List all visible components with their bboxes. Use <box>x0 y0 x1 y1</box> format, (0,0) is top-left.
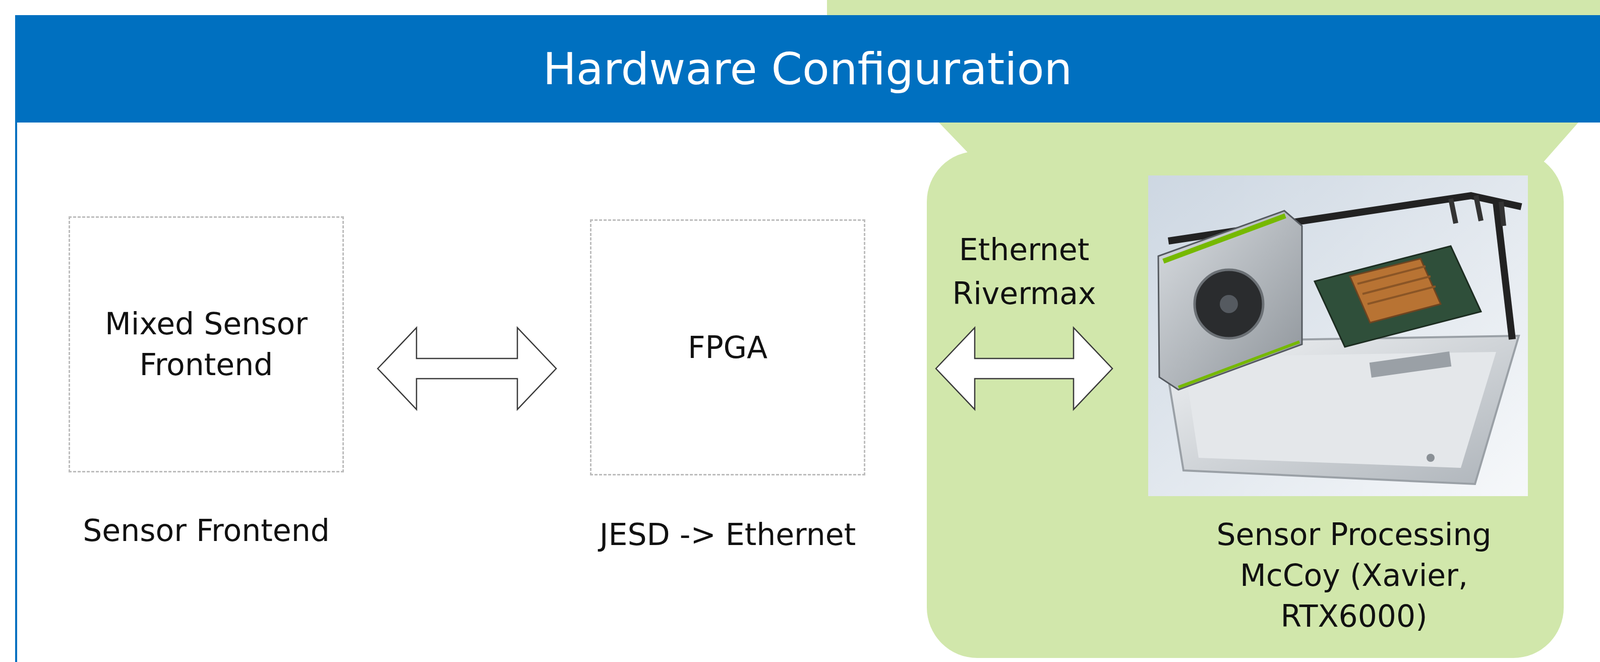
mainboard <box>1314 246 1481 347</box>
green-region <box>926 151 1564 659</box>
node-box: Sensor Processing McCoy (Xavier, RTX6000… <box>1148 175 1528 637</box>
gpu-card <box>1158 210 1302 390</box>
heatsink-fins <box>1357 266 1436 305</box>
left-border <box>15 122 18 662</box>
double-arrow <box>377 327 557 410</box>
node-label: FPGA <box>687 327 768 369</box>
node-box: Mixed Sensor FrontendSensor Frontend <box>68 216 344 552</box>
chassis-bracket <box>1450 195 1504 226</box>
node-caption: JESD -> Ethernet <box>551 514 905 556</box>
double-arrow <box>935 327 1113 410</box>
node-box: FPGAJESD -> Ethernet <box>589 219 866 556</box>
drive-bay <box>1369 351 1452 378</box>
gpu-fan-hub <box>1219 294 1238 314</box>
photo-background <box>1148 175 1528 497</box>
connector-label: Ethernet Rivermax <box>928 227 1120 316</box>
node-label: Mixed Sensor Frontend <box>85 303 328 386</box>
lid-screw <box>1426 453 1435 462</box>
picture-frame <box>1148 175 1528 497</box>
node-caption: Sensor Processing McCoy (Xavier, RTX6000… <box>1179 514 1528 637</box>
heatsink <box>1349 258 1441 323</box>
node-caption: Sensor Frontend <box>29 510 383 552</box>
dashed-box: FPGA <box>589 219 866 476</box>
header-bar <box>15 15 1600 123</box>
gpu-stripe <box>1178 341 1300 388</box>
title-bar: Hardware Configuration <box>15 15 1600 123</box>
dashed-box: Mixed Sensor Frontend <box>68 216 344 473</box>
title: Hardware Configuration <box>543 42 1073 95</box>
gpu-stripe <box>1163 215 1286 262</box>
gpu-fan <box>1194 269 1264 339</box>
computer-illustration <box>1148 175 1528 497</box>
